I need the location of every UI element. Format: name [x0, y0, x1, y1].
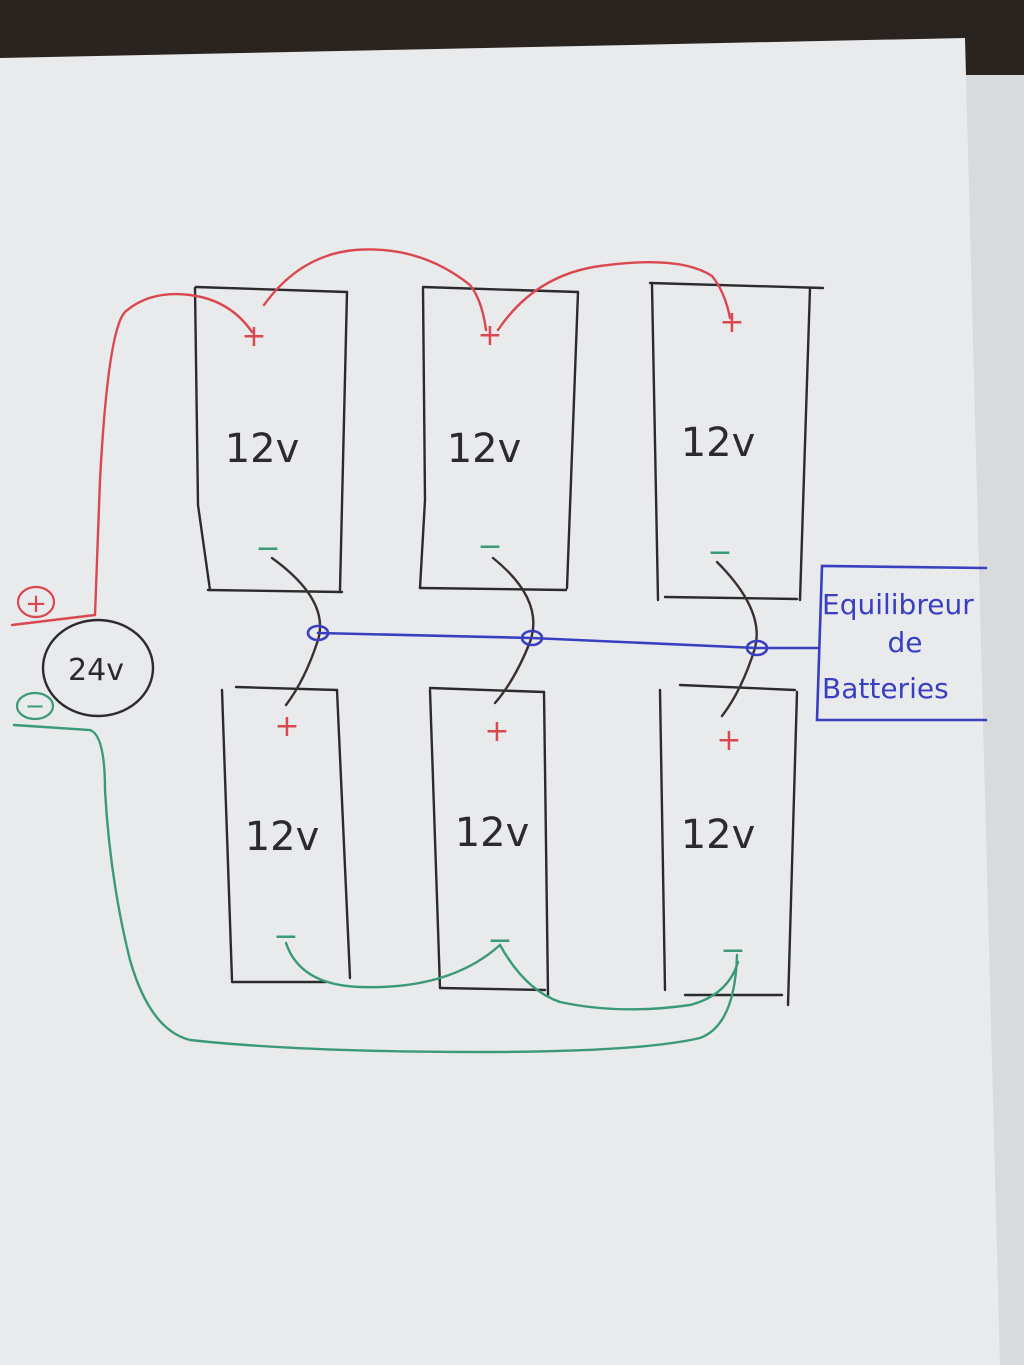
paper-sheet: [0, 38, 1000, 1365]
source-plus-circle: [16, 585, 56, 619]
minus-top-2: −: [477, 529, 502, 564]
source-circle: [41, 618, 155, 718]
parallel-neg-link-1-2: [284, 941, 740, 1011]
paper-sheet-back: [960, 75, 1024, 1365]
battery-bottom-1: [220, 685, 352, 984]
source-minus-circle: [15, 691, 55, 721]
balancer-line-3: Batteries: [822, 672, 949, 705]
battery-top-1: [193, 285, 349, 594]
plus-bottom-2: +: [484, 714, 509, 749]
plus-top-3: +: [719, 305, 744, 340]
battery-top-2: [418, 285, 580, 592]
source-minus-sign: −: [25, 692, 45, 720]
plus-bottom-3: +: [716, 723, 741, 758]
minus-bottom-1: −: [273, 919, 298, 954]
balancer-line-2: de: [888, 626, 923, 659]
balancer-node-1: [306, 624, 330, 642]
minus-top-3: −: [707, 535, 732, 570]
battery-label-top-1: 12v: [225, 426, 300, 472]
battery-bottom-3: [658, 683, 799, 1007]
battery-label-top-3: 12v: [681, 420, 756, 466]
battery-label-bottom-2: 12v: [455, 810, 530, 856]
battery-label-bottom-3: 12v: [681, 812, 756, 858]
minus-bottom-2: −: [487, 923, 512, 958]
minus-terminals: − − − − − −: [255, 529, 745, 968]
minus-top-1: −: [255, 531, 280, 566]
battery-label-top-2: 12v: [447, 426, 522, 472]
balancer-wire: [306, 564, 988, 722]
battery-label-bottom-1: 12v: [245, 814, 320, 860]
minus-bottom-3: −: [720, 933, 745, 968]
plus-top-2: +: [477, 318, 502, 353]
balancer-node-2: [520, 629, 544, 647]
balancer-label: Equilibreur de Batteries: [822, 588, 974, 705]
balancer-line-1: Equilibreur: [822, 588, 974, 621]
plus-top-1: +: [241, 319, 266, 354]
battery-bottom-2: [428, 686, 550, 997]
positive-wires: [10, 248, 732, 627]
battery-labels: 12v 12v 12v 12v 12v 12v: [225, 420, 756, 860]
source-label: 24v: [68, 653, 124, 688]
balancer-node-3: [745, 639, 769, 657]
battery-top-3: [648, 281, 825, 602]
series-link-1-2: [262, 248, 488, 332]
source-plus-sign: +: [25, 589, 47, 619]
negative-wires: [12, 723, 740, 1054]
plus-terminals: + + + + + +: [241, 305, 744, 758]
balancer-box: [815, 564, 988, 722]
source-negative-wire: [12, 723, 739, 1054]
series-link-2-3: [496, 261, 732, 332]
plus-bottom-1: +: [274, 709, 299, 744]
source-positive-wire: [10, 292, 254, 627]
